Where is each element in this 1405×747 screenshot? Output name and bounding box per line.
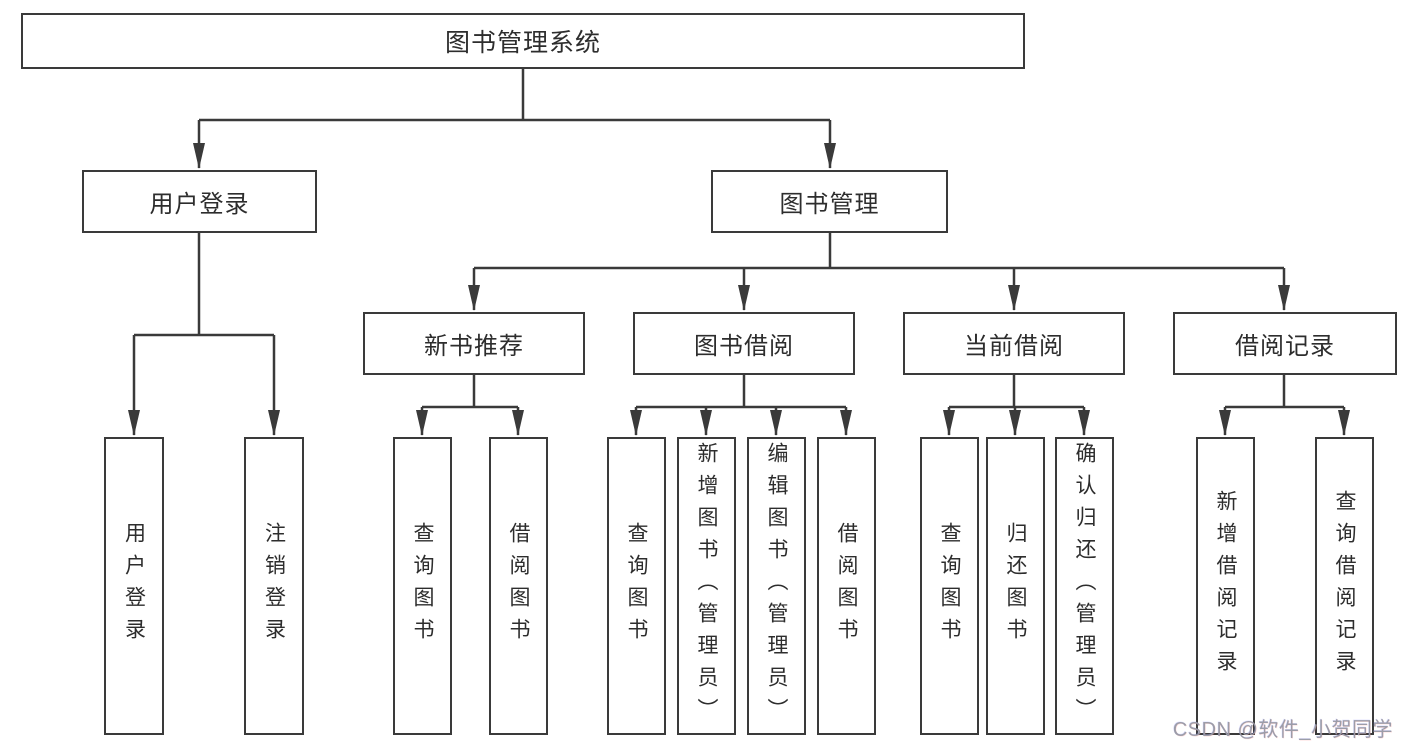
leaf-user-login-label: 用户登录 <box>122 522 146 650</box>
node-book-borrowing: 图书借阅 <box>633 312 855 375</box>
node-user-login-label: 用户登录 <box>149 191 250 218</box>
leaf-confirm-return-admin-label: 确认归还（管理员） <box>1073 442 1097 730</box>
node-borrowing-records: 借阅记录 <box>1173 312 1397 375</box>
leaf-add-borrow-record: 新增借阅记录 <box>1196 437 1255 735</box>
node-book-borrowing-label: 图书借阅 <box>694 333 794 360</box>
leaf-query-books-recommend-label: 查询图书 <box>411 522 435 650</box>
leaf-query-books-recommend: 查询图书 <box>393 437 452 735</box>
leaf-borrow-books-recommend: 借阅图书 <box>489 437 548 735</box>
leaf-add-books-admin: 新增图书（管理员） <box>677 437 736 735</box>
node-borrowing-records-label: 借阅记录 <box>1235 333 1335 360</box>
leaf-logout-login: 注销登录 <box>244 437 304 735</box>
leaf-borrow-books-recommend-label: 借阅图书 <box>507 522 531 650</box>
leaf-add-books-admin-label: 新增图书（管理员） <box>695 442 719 730</box>
node-new-book-recommend-label: 新书推荐 <box>424 333 524 360</box>
node-root: 图书管理系统 <box>21 13 1025 69</box>
node-book-management-label: 图书管理 <box>779 191 880 218</box>
node-root-label: 图书管理系统 <box>444 29 601 57</box>
leaf-borrow-books-borrowing-label: 借阅图书 <box>835 522 859 650</box>
leaf-query-borrow-record: 查询借阅记录 <box>1315 437 1374 735</box>
node-current-borrowing-label: 当前借阅 <box>964 333 1064 360</box>
leaf-confirm-return-admin: 确认归还（管理员） <box>1055 437 1114 735</box>
leaf-edit-books-admin-label: 编辑图书（管理员） <box>765 442 789 730</box>
leaf-add-borrow-record-label: 新增借阅记录 <box>1214 490 1238 682</box>
leaf-borrow-books-borrowing: 借阅图书 <box>817 437 876 735</box>
connector-skeleton <box>134 69 1344 409</box>
node-new-book-recommend: 新书推荐 <box>363 312 585 375</box>
leaf-logout-login-label: 注销登录 <box>262 522 286 650</box>
leaf-query-books-borrowing-label: 查询图书 <box>625 522 649 650</box>
csdn-watermark: CSDN @软件_小贺同学 <box>1172 719 1393 741</box>
connector-arrows <box>128 120 1350 436</box>
leaf-user-login: 用户登录 <box>104 437 164 735</box>
leaf-query-books-borrowing: 查询图书 <box>607 437 666 735</box>
leaf-query-borrow-record-label: 查询借阅记录 <box>1333 490 1357 682</box>
leaf-edit-books-admin: 编辑图书（管理员） <box>747 437 806 735</box>
leaf-query-books-current-label: 查询图书 <box>938 522 962 650</box>
node-user-login: 用户登录 <box>82 170 317 233</box>
node-book-management: 图书管理 <box>711 170 948 233</box>
leaf-return-books-label: 归还图书 <box>1004 522 1028 650</box>
leaf-return-books: 归还图书 <box>986 437 1045 735</box>
leaf-query-books-current: 查询图书 <box>920 437 979 735</box>
node-current-borrowing: 当前借阅 <box>903 312 1125 375</box>
